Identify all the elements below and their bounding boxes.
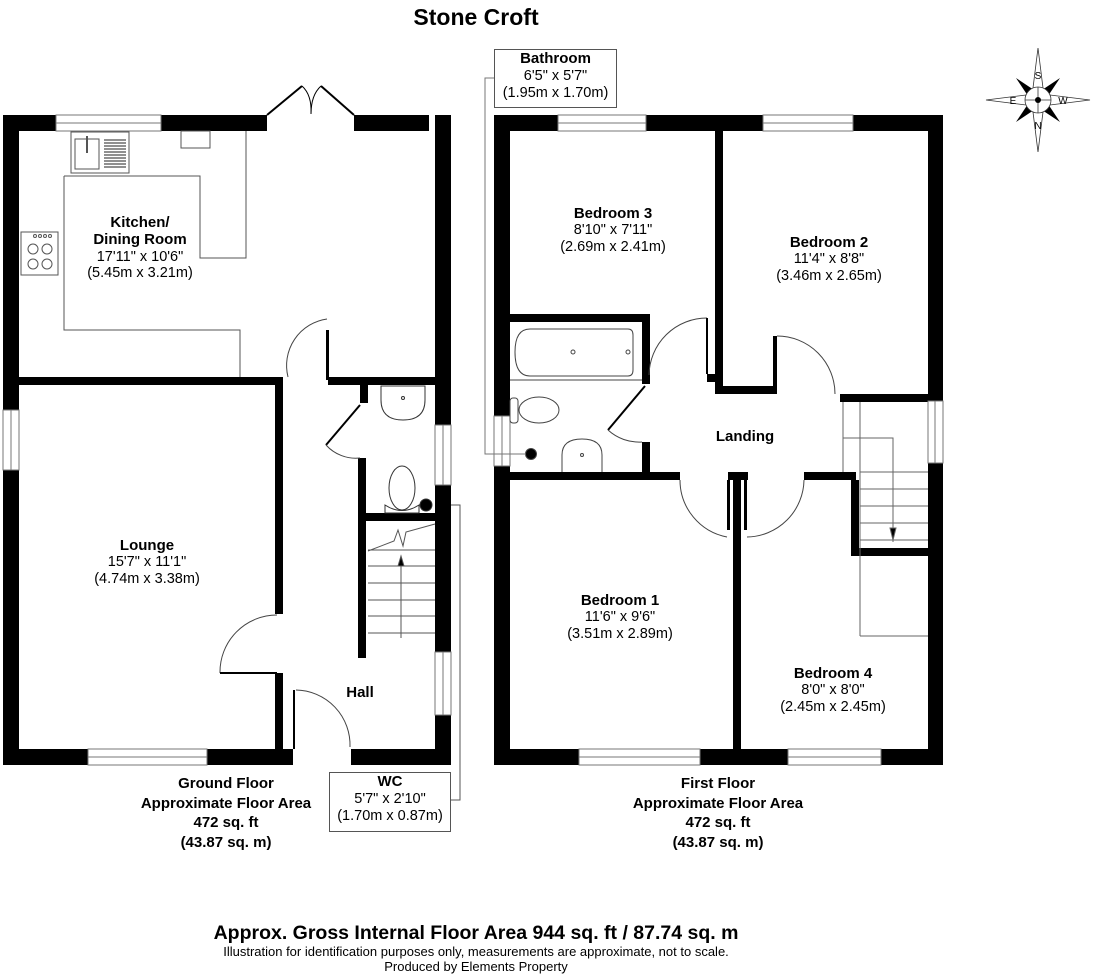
ground-floor-plan (3, 115, 451, 765)
compass-south-label: S (1035, 71, 1042, 82)
floor-label: Ground Floor (178, 775, 274, 792)
floor-area-sqft: 472 sq. ft (193, 814, 259, 831)
doors-first (607, 317, 836, 538)
room-lounge: Lounge 15'7" x 11'1" (4.74m x 3.38m) (94, 537, 200, 588)
stairs-first (842, 402, 928, 637)
room-name: Bedroom 1 (580, 592, 660, 609)
room-name: Lounge (119, 537, 175, 554)
property-title: Stone Croft (413, 4, 539, 30)
room-name: Hall (346, 684, 374, 701)
room-metric: (4.74m x 3.38m) (94, 570, 200, 587)
room-metric: (3.51m x 2.89m) (567, 625, 673, 642)
doors-ground (219, 318, 361, 749)
room-imperial: 11'6" x 9'6" (584, 609, 656, 626)
stairs-ground (367, 504, 461, 801)
room-bathroom-label: Bathroom 6'5" x 5'7" (1.95m x 1.70m) (494, 49, 617, 108)
gross-floor-area: Approx. Gross Internal Floor Area 944 sq… (213, 922, 739, 944)
room-imperial: 8'0" x 8'0" (801, 682, 865, 699)
compass-east-label: E (1010, 96, 1017, 107)
floor-area-label: Approximate Floor Area (632, 794, 804, 812)
room-bedroom-1: Bedroom 1 11'6" x 9'6" (3.51m x 2.89m) (567, 592, 673, 643)
windows-ground (2, 114, 452, 766)
room-imperial: 8'10" x 7'11" (573, 222, 653, 239)
compass-north-label: N (1034, 121, 1041, 132)
room-metric: (1.70m x 0.87m) (337, 807, 443, 824)
room-bedroom-2: Bedroom 2 11'4" x 8'8" (3.46m x 2.65m) (776, 234, 882, 285)
room-bedroom-4: Bedroom 4 8'0" x 8'0" (2.45m x 2.45m) (780, 665, 886, 716)
room-metric: (2.45m x 2.45m) (780, 698, 886, 715)
room-imperial: 15'7" x 11'1" (107, 554, 187, 571)
windows-first (493, 114, 944, 766)
room-imperial: 5'7" x 2'10" (354, 790, 426, 807)
room-name: Landing (715, 428, 775, 445)
room-imperial: 17'11" x 10'6" (96, 248, 184, 265)
floor-area-sqm: (43.87 sq. m) (180, 833, 272, 851)
room-imperial: 11'4" x 8'8" (793, 251, 865, 268)
room-bedroom-3: Bedroom 3 8'10" x 7'11" (2.69m x 2.41m) (560, 205, 666, 256)
room-name: WC (377, 773, 403, 790)
room-imperial: 6'5" x 5'7" (523, 67, 588, 84)
room-hall: Hall (346, 684, 374, 701)
compass-west-label: W (1058, 96, 1068, 107)
room-name: Bathroom (520, 50, 591, 67)
floor-area-sqft: 472 sq. ft (685, 814, 751, 831)
floor-area-sqm: (43.87 sq. m) (672, 833, 764, 851)
french-doors (266, 85, 355, 116)
room-kitchen-dining: Kitchen/ Dining Room 17'11" x 10'6" (5.4… (87, 214, 193, 282)
disclaimer: Illustration for identification purposes… (223, 944, 729, 959)
producer-credit: Produced by Elements Property (384, 958, 568, 974)
room-name: Bedroom 4 (793, 665, 873, 682)
room-name-line2: Dining Room (93, 231, 187, 249)
room-metric: (2.69m x 2.41m) (560, 238, 666, 255)
room-metric: (1.95m x 1.70m) (502, 84, 609, 101)
compass-rose-icon: S E W N (985, 47, 1091, 153)
ground-floor-summary: Ground Floor Approximate Floor Area 472 … (141, 774, 311, 852)
floor-label: First Floor (680, 775, 756, 792)
kitchen-fixtures (20, 130, 247, 377)
room-name: Bedroom 3 (573, 205, 653, 222)
first-floor-summary: First Floor Approximate Floor Area 472 s… (633, 774, 803, 852)
floor-area-label: Approximate Floor Area (140, 794, 312, 812)
room-metric: (3.46m x 2.65m) (776, 267, 882, 284)
bathroom-fixtures (484, 77, 642, 472)
footer: Approx. Gross Internal Floor Area 944 sq… (214, 922, 739, 975)
room-landing: Landing (716, 428, 774, 445)
wc-fixtures (380, 385, 433, 514)
room-name: Bedroom 2 (789, 234, 869, 251)
room-metric: (5.45m x 3.21m) (87, 265, 193, 282)
room-wc-label: WC 5'7" x 2'10" (1.70m x 0.87m) (329, 772, 451, 832)
room-name: Kitchen/ (110, 214, 170, 231)
